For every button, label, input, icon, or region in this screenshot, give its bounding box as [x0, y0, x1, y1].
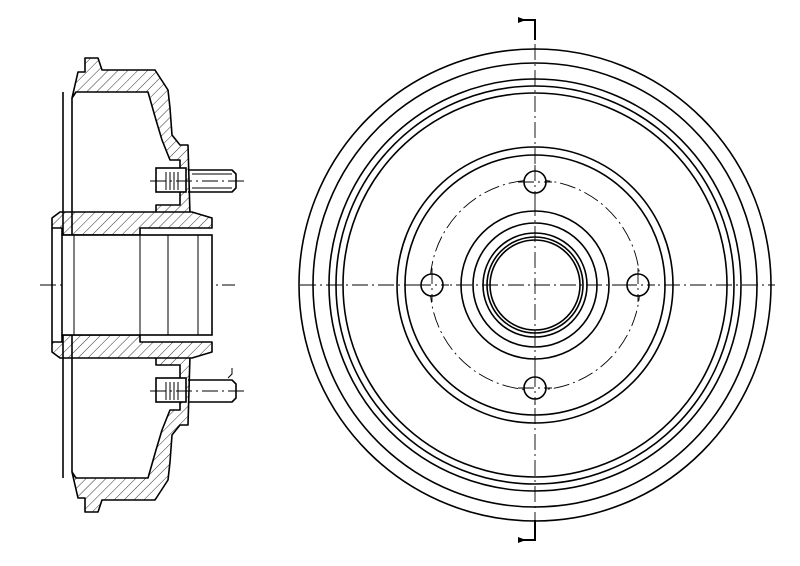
drum-rim-inner: [335, 85, 735, 485]
upper-wheel-stud: [150, 167, 245, 193]
drum-rim-outer: [328, 78, 742, 492]
section-hub-lower: [51, 334, 213, 359]
front-view: [298, 17, 775, 543]
hub-boss-step: [472, 222, 598, 348]
hub-boss-outer: [460, 210, 610, 360]
hub-flange-outer: [396, 146, 674, 424]
drum-outer-ring: [312, 62, 758, 508]
section-lower-wall: [71, 354, 191, 513]
section-cut-marker-bottom: [518, 520, 536, 543]
section-hub-upper: [51, 211, 213, 236]
hub-flange-inner: [404, 154, 666, 416]
hub-bore-outer: [482, 232, 588, 338]
hub-bore-inner: [489, 239, 581, 331]
section-upper-wall: [71, 57, 191, 216]
hub-bore-mid: [486, 236, 584, 334]
section-view: [40, 57, 245, 513]
drum-outer-edge: [298, 48, 772, 522]
section-cut-marker-top: [518, 17, 536, 40]
drum-face: [342, 92, 728, 478]
bolt-holes: [415, 165, 655, 405]
section-hub-bore: [61, 234, 213, 336]
lower-wheel-stud: [150, 368, 245, 403]
